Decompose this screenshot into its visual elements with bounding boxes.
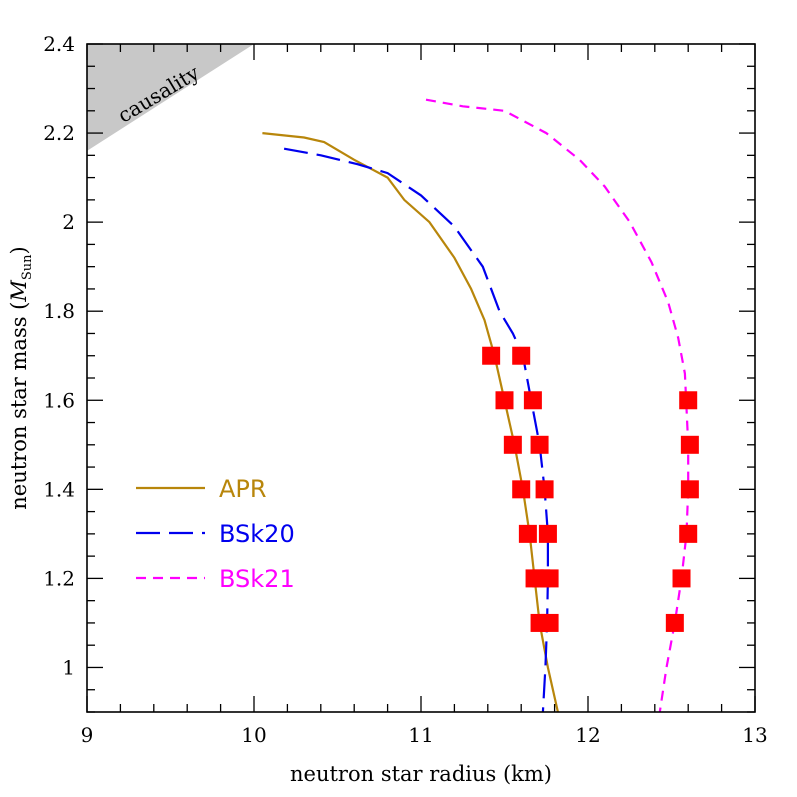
data-marker [540, 613, 559, 632]
y-axis-title: neutron star mass (MSun) [7, 246, 35, 509]
data-marker [672, 569, 691, 588]
x-tick-label: 12 [575, 723, 600, 747]
marker-layer [482, 346, 699, 632]
data-marker [512, 480, 531, 499]
data-marker [495, 391, 514, 410]
y-axis-title-symbol: M [7, 280, 31, 303]
x-tick-label: 13 [742, 723, 767, 747]
data-marker [680, 480, 699, 499]
data-marker [523, 391, 542, 410]
y-tick-label: 2.4 [43, 32, 75, 56]
data-marker [538, 524, 557, 543]
series-layer [262, 98, 690, 712]
series-line-apr [262, 132, 559, 712]
data-marker [665, 613, 684, 632]
data-marker [503, 435, 522, 454]
y-tick-label: 2.2 [43, 121, 75, 145]
tick-layer: 9 10 11 12 13 1 1.2 1.4 1.6 1.8 2 2.2 2.4 [43, 32, 768, 747]
y-tick-label: 1.6 [43, 388, 75, 412]
y-axis-title-main: neutron star mass ( [7, 302, 31, 510]
data-marker [540, 569, 559, 588]
legend-label-bsk21: BSk21 [219, 565, 295, 593]
data-marker [535, 480, 554, 499]
data-marker [512, 346, 531, 365]
plot-frame [86, 43, 756, 713]
y-tick-label: 1.2 [43, 566, 75, 590]
data-marker [680, 435, 699, 454]
x-tick-label: 9 [81, 723, 94, 747]
legend: APR BSk20 BSk21 [136, 475, 295, 593]
causality-region [87, 44, 254, 151]
x-tick-label: 11 [408, 723, 433, 747]
data-marker [482, 346, 501, 365]
series-line-bsk20 [283, 147, 550, 712]
y-axis-title-close: ) [7, 246, 31, 254]
data-marker [679, 524, 698, 543]
legend-label-bsk20: BSk20 [219, 520, 295, 548]
x-tick-label: 10 [241, 723, 266, 747]
x-axis-title: neutron star radius (km) [290, 762, 552, 786]
data-marker [530, 435, 549, 454]
series-line-bsk21 [425, 98, 690, 712]
legend-label-apr: APR [219, 475, 267, 503]
y-tick-label: 2 [62, 210, 75, 234]
data-marker [518, 524, 537, 543]
y-tick-label: 1.8 [43, 299, 75, 323]
y-axis-title-subscript: Sun [20, 254, 35, 280]
data-marker [679, 391, 698, 410]
y-tick-label: 1 [62, 655, 75, 679]
y-tick-label: 1.4 [43, 477, 75, 501]
